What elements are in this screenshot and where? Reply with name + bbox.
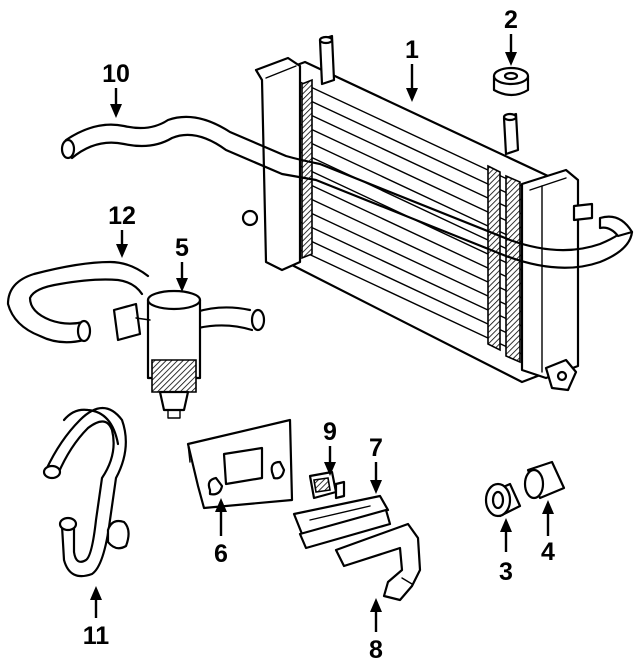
sensor-5-part bbox=[112, 289, 202, 419]
callout-11: 11 bbox=[83, 622, 110, 650]
callout-6: 6 bbox=[214, 540, 228, 568]
callout-2: 2 bbox=[504, 6, 518, 34]
leader-arrows bbox=[90, 34, 554, 632]
callout-1: 1 bbox=[405, 36, 419, 64]
callout-7: 7 bbox=[369, 434, 383, 462]
bushing-3-part bbox=[484, 482, 522, 518]
callout-12: 12 bbox=[108, 202, 136, 230]
bracket-7-part bbox=[292, 494, 392, 550]
fitting-9-part bbox=[308, 470, 346, 500]
callout-5: 5 bbox=[175, 234, 189, 262]
callout-labels: 1 2 3 4 5 6 7 8 9 10 11 12 bbox=[83, 6, 555, 664]
oil-cooler-part bbox=[241, 34, 594, 392]
callout-4: 4 bbox=[541, 538, 555, 566]
cooler-fins bbox=[299, 78, 523, 364]
hose-11-part bbox=[42, 406, 130, 578]
cooler-hose-part bbox=[60, 115, 634, 269]
bracket-6-part bbox=[186, 418, 294, 510]
callout-8: 8 bbox=[369, 636, 383, 664]
callout-9: 9 bbox=[323, 418, 337, 446]
grommet-part bbox=[492, 66, 530, 97]
clamp-8-part bbox=[334, 522, 422, 602]
hose-12-part bbox=[6, 260, 266, 344]
bushing-4-part bbox=[523, 460, 566, 500]
callout-10: 10 bbox=[102, 60, 130, 88]
callout-3: 3 bbox=[499, 558, 513, 586]
